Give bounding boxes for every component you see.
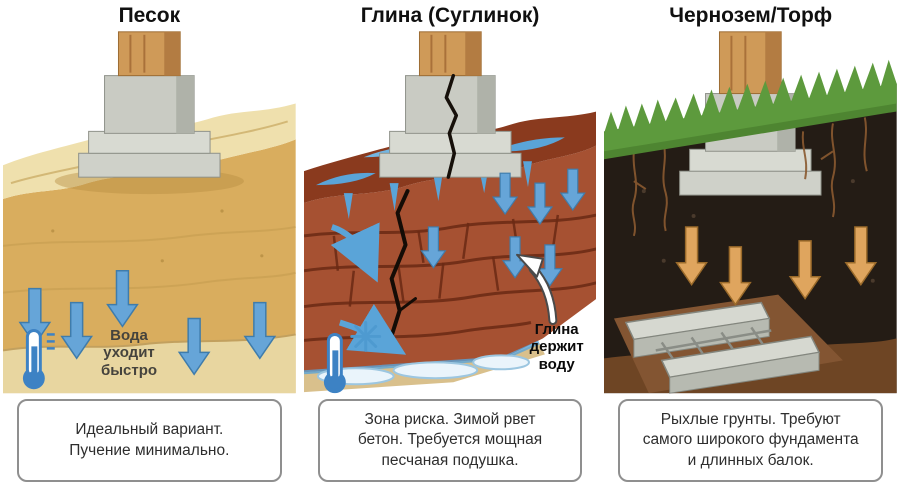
- water-arrow-down-icon: [18, 269, 277, 376]
- wood-beam: [117, 31, 181, 77]
- caption-sand: Идеальный вариант. Пучение минимально.: [17, 399, 282, 482]
- thermometer-icon: [323, 332, 346, 394]
- panel-title-clay: Глина (Суглинок): [360, 4, 540, 27]
- panel-title-chernozem: Чернозем/Торф: [669, 4, 833, 27]
- beam-grillage-icon: [625, 301, 821, 394]
- callout-arrow-icon: [515, 253, 558, 325]
- caption-clay: Зона риска. Зимой рвет бетон. Требуется …: [317, 399, 583, 482]
- panel-chernozem: Чернозем/Торф: [604, 0, 898, 491]
- foundation-cracked: [378, 31, 522, 179]
- grass: [604, 59, 898, 160]
- water-arrow-down-icon: [419, 168, 586, 287]
- roots: [632, 117, 869, 237]
- snowflake-icon: [349, 321, 381, 352]
- wood-beam: [418, 31, 482, 77]
- chernozem-illustration: [604, 31, 898, 394]
- clay-water-note: Глина держит воду: [529, 321, 584, 373]
- settlement-arrow-down-icon: [675, 226, 878, 306]
- thermometer-icon: [22, 328, 55, 390]
- caption-chernozem: Рыхлые грунты. Требуют самого широкого ф…: [618, 399, 884, 482]
- panel-sand: Песок: [3, 0, 296, 491]
- sand-illustration: Вода уходит быстро: [3, 31, 296, 394]
- clay-illustration: Глина держит воду: [303, 31, 597, 394]
- panel-title-sand: Песок: [118, 4, 181, 27]
- panel-clay: Глина (Суглинок): [303, 0, 597, 491]
- sand-water-note: Вода уходит быстро: [100, 327, 158, 379]
- water-arrow-curved-icon: [330, 222, 406, 355]
- wood-beam: [719, 31, 783, 95]
- foundation: [54, 31, 244, 195]
